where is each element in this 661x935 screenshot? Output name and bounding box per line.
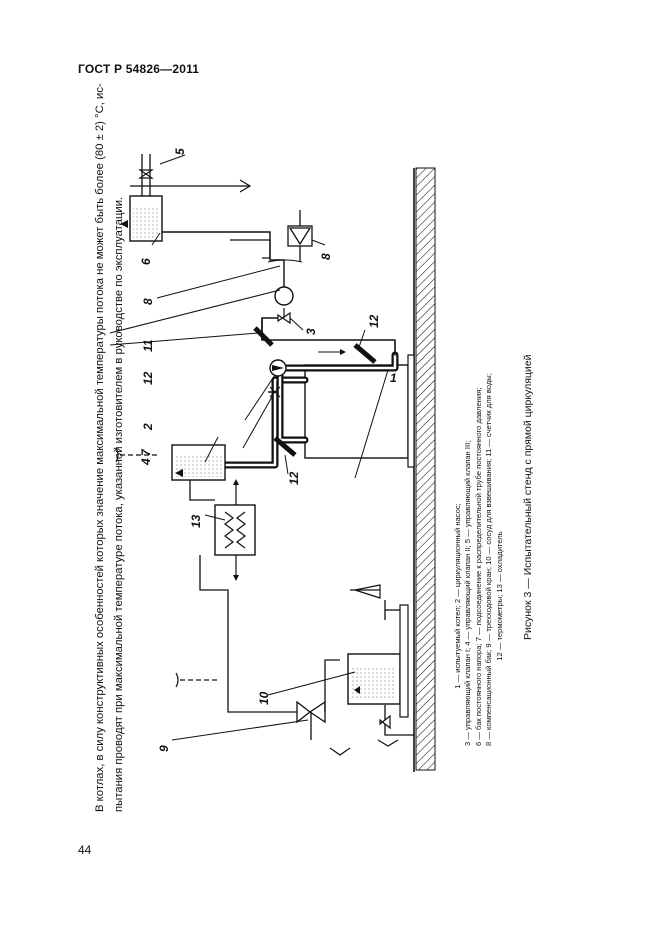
label-12c: 12 <box>287 471 301 485</box>
label-12b: 12 <box>367 314 381 328</box>
floor <box>413 167 436 772</box>
label-13: 13 <box>189 514 203 528</box>
boiler <box>304 354 415 468</box>
control-valve-2 <box>268 386 281 398</box>
leader-lines <box>109 154 389 741</box>
label-10: 10 <box>257 691 271 705</box>
label-2: 2 <box>141 423 155 431</box>
distribution-connection-tank <box>115 444 226 501</box>
label-6: 6 <box>139 258 153 265</box>
flow-arrow <box>318 349 346 355</box>
circulation-pump <box>269 359 287 377</box>
label-8a: 8 <box>141 298 155 305</box>
control-valve-1 <box>277 308 291 325</box>
drain-valve <box>377 705 414 747</box>
weighing-vessel <box>347 584 409 718</box>
diagram-labels: 1 2 4 3 5 6 7 8 8 9 10 11 12 12 12 13 <box>139 148 397 752</box>
label-1: 1 <box>390 371 397 385</box>
label-5: 5 <box>173 148 187 155</box>
legend-line-2: 3 — управляющий клапан I; 4 — управляющи… <box>463 440 473 746</box>
legend-line-5: 12 — термометры; 13 — охладитель <box>494 531 504 661</box>
label-8b: 8 <box>319 253 333 260</box>
label-4: 4 <box>139 458 153 466</box>
label-11: 11 <box>141 339 155 352</box>
label-9: 9 <box>157 745 171 752</box>
legend-line-1: 1 — испытуемый котел; 2 — циркуляционный… <box>453 503 462 689</box>
constant-head-tank <box>120 154 252 242</box>
compensation-tank <box>267 210 313 263</box>
page-number: 44 <box>78 843 92 857</box>
legend-line-3: 6 — бак постоянного напора; 7 — подсоеди… <box>473 387 483 746</box>
legend-line-4: 8 — компенсационный бак; 9 — трехходовой… <box>484 373 494 746</box>
cooler <box>199 479 256 610</box>
label-12a: 12 <box>141 371 155 385</box>
label-3: 3 <box>304 328 318 335</box>
document-header: ГОСТ Р 54826—2011 <box>78 62 200 76</box>
water-meter <box>274 286 294 306</box>
label-7: 7 <box>139 448 153 456</box>
three-way-valve <box>175 610 351 756</box>
figure-legend: 1 — испытуемый котел; 2 — циркуляционный… <box>453 373 505 746</box>
figure-caption: Рисунок 3 — Испытательный стенд с прямой… <box>522 354 534 641</box>
